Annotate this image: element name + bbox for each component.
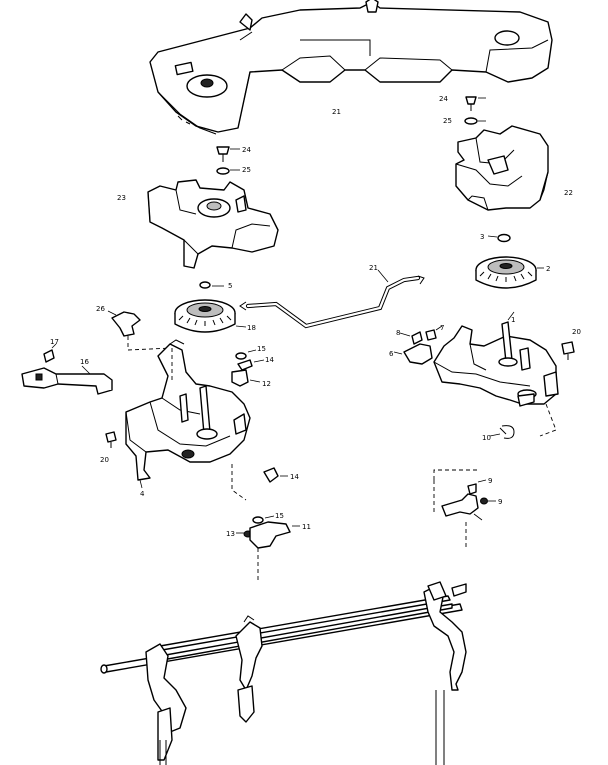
callout-17: 17 [50,338,59,346]
callout-21-rod: 21 [369,264,378,272]
callout-6: 6 [389,350,394,358]
callout-5: 5 [228,282,232,290]
callout-12: 12 [262,380,271,388]
dash-box-lower-right [433,469,478,550]
top-housing [149,0,553,135]
callout-8: 8 [396,329,400,337]
callout-13: 13 [226,530,235,538]
lever-4-right [441,493,496,521]
callout-20-left: 20 [100,456,109,464]
pin-7 [425,325,443,341]
spring-clip-10 [489,425,515,439]
callout-20-right: 20 [572,328,581,336]
screw-15-left [235,349,257,360]
gear-2 [475,256,544,289]
callout-3: 3 [480,233,484,241]
spring-14-lower [263,467,288,483]
screw-20-right [561,341,575,360]
bracket-6 [393,343,433,365]
pin-8 [399,331,423,345]
callout-11: 11 [302,523,311,531]
lever-assembly-4 [125,339,251,501]
callout-15-lower: 15 [275,512,284,520]
clip-14-left [237,359,265,371]
cross-part-26 [107,310,173,351]
callout-14-lower: 14 [290,473,299,481]
washer-25-right [464,117,486,125]
callout-15-left: 15 [257,345,266,353]
callout-18: 18 [247,324,256,332]
lever-assembly-1 [433,311,559,437]
callout-23: 23 [117,194,126,202]
clip-5 [199,281,224,289]
callout-14-left: 14 [265,356,274,364]
gear-18 [174,299,247,333]
callout-9-right: 9 [498,498,502,506]
left-bracket [147,179,279,269]
clip-3 [487,233,511,243]
callout-9-top: 9 [488,477,492,485]
screw-20-left [105,431,117,448]
callout-10: 10 [482,434,491,442]
callout-22: 22 [564,189,573,197]
bottom-linkage [100,581,467,765]
callout-24-right: 24 [439,95,448,103]
callout-25-left: 25 [242,166,251,174]
callout-7: 7 [440,324,444,332]
lever-12 [231,369,261,387]
screw-9-top [467,479,487,495]
screw-15-lower [252,515,275,524]
callout-2: 2 [546,265,550,273]
callout-4-left: 4 [140,490,145,498]
screw-24-right [465,96,486,111]
spring-rod-21 [239,269,425,329]
callout-21-housing: 21 [332,108,341,116]
right-bracket [455,125,549,211]
lever-11 [249,521,300,580]
rocker-lever-16 [21,365,113,395]
callout-26: 26 [96,305,105,313]
washer-25-left [216,167,240,175]
callout-16: 16 [80,358,89,366]
pin-17 [43,343,57,363]
callout-25-right: 25 [443,117,452,125]
callout-24-left: 24 [242,146,251,154]
screw-24-left [216,146,240,162]
callout-1: 1 [511,316,515,324]
